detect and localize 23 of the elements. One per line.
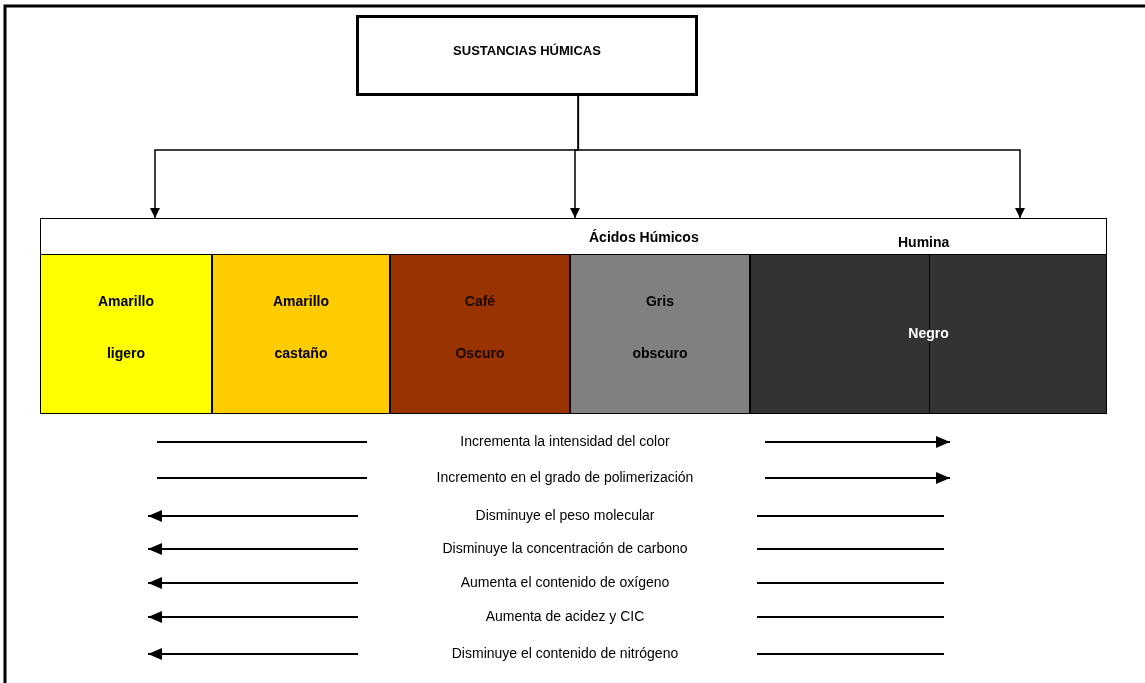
color-name: Amarillo ligero	[98, 292, 154, 363]
color-name: Amarillo castaño	[273, 292, 329, 363]
color-box	[390, 254, 570, 414]
category-label: Humina	[898, 234, 950, 250]
color-name: Negro	[908, 324, 949, 343]
property-text: Disminuye el contenido de nitrógeno	[451, 645, 679, 661]
property-text: Aumenta el contenido de oxígeno	[460, 574, 670, 590]
color-box	[212, 254, 390, 414]
color-box	[40, 254, 212, 414]
color-box	[570, 254, 750, 414]
color-name: Café Oscuro	[455, 292, 505, 363]
property-text: Aumenta de acidez y CIC	[485, 608, 645, 624]
property-text: Incrementa la intensidad del color	[460, 433, 670, 449]
property-text: Disminuye el peso molecular	[475, 507, 655, 523]
color-box	[750, 254, 1107, 414]
arrow	[577, 95, 1025, 219]
category-label: Ácidos Húmicos	[589, 229, 699, 245]
color-name: Gris obscuro	[632, 292, 688, 363]
heading-text: SUSTANCIAS HÚMICAS	[452, 42, 602, 58]
title-box	[356, 15, 698, 96]
property-text: Incremento en el grado de polimerización	[436, 469, 694, 485]
category-band	[40, 218, 1107, 255]
property-text: Disminuye la concentración de carbono	[442, 540, 688, 556]
